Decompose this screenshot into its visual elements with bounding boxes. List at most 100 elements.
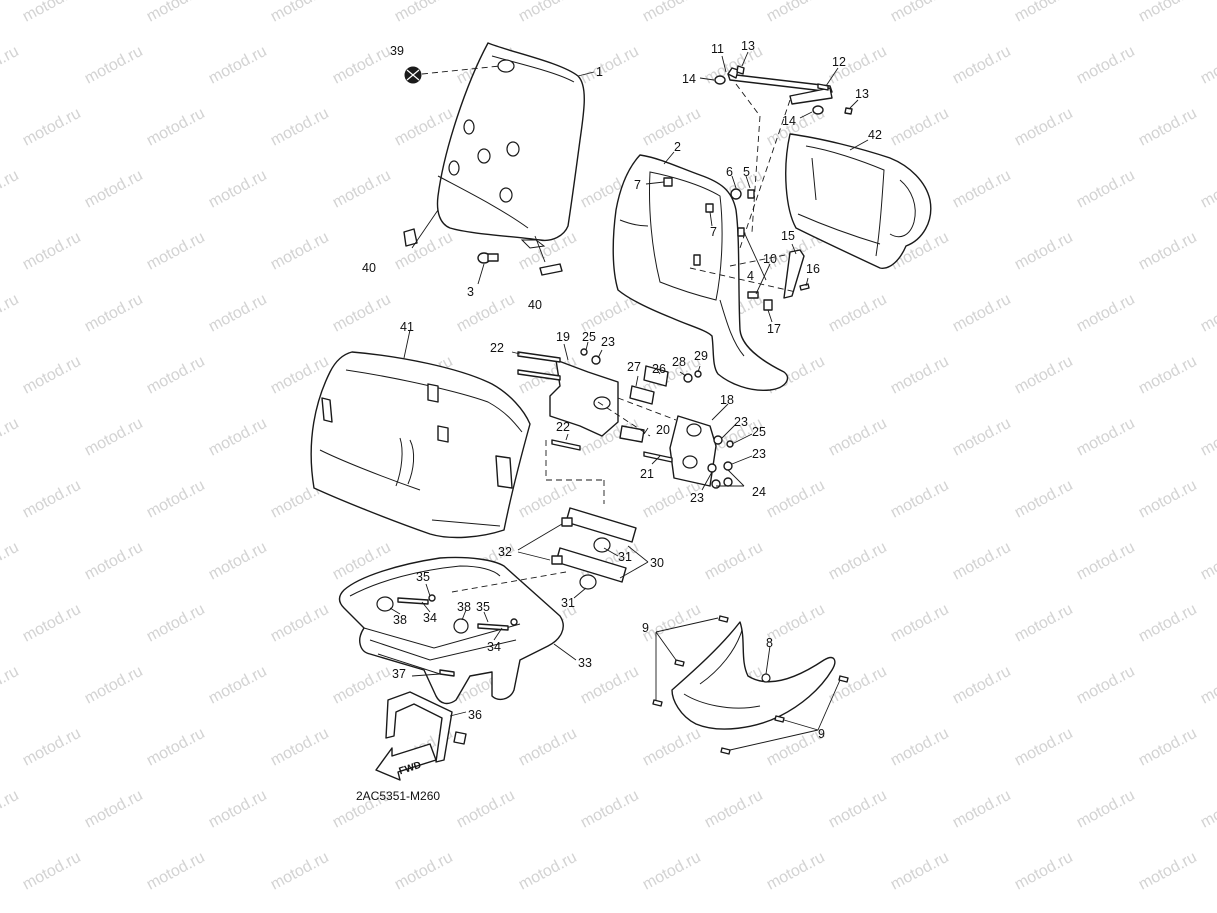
callout-30: 30 — [650, 556, 664, 570]
part-11-bracket — [727, 67, 833, 105]
part-38-grommets — [376, 596, 469, 634]
part-21-bolt — [643, 451, 673, 463]
part-16-screw — [799, 283, 810, 291]
callout-38-right: 38 — [457, 600, 471, 614]
callout-2: 2 — [674, 140, 681, 154]
callout-17: 17 — [767, 322, 781, 336]
part-5-screw — [747, 189, 755, 199]
part-2-inner-panel — [612, 154, 789, 391]
part-7-clip-b — [705, 203, 714, 213]
callout-23-lower-right: 23 — [752, 447, 766, 461]
callout-31-top: 31 — [618, 550, 632, 564]
part-27-spacer — [629, 385, 655, 405]
callout-13-right: 13 — [855, 87, 869, 101]
callout-12: 12 — [832, 55, 846, 69]
part-26-spacer — [643, 365, 669, 387]
part-9-screws — [652, 615, 849, 755]
part-22-bolts — [517, 351, 581, 451]
callout-40-left: 40 — [362, 261, 376, 275]
part-3-bolt — [477, 252, 499, 264]
callout-41: 41 — [400, 320, 414, 334]
callout-3: 3 — [467, 285, 474, 299]
callout-6: 6 — [726, 165, 733, 179]
callout-36: 36 — [468, 708, 482, 722]
callout-5: 5 — [743, 165, 750, 179]
part-14-nut-a — [714, 75, 726, 85]
callout-37: 37 — [392, 667, 406, 681]
part-17-collar — [763, 299, 773, 311]
callout-14-right: 14 — [782, 114, 796, 128]
callout-25-right: 25 — [752, 425, 766, 439]
callout-11: 11 — [711, 42, 724, 56]
callout-39: 39 — [390, 44, 404, 58]
callout-21: 21 — [640, 467, 654, 481]
callout-23-bottom: 23 — [690, 491, 704, 505]
callout-24: 24 — [752, 485, 766, 499]
callout-15: 15 — [781, 229, 795, 243]
callout-18: 18 — [720, 393, 734, 407]
callout-34-left: 34 — [423, 611, 437, 625]
part-7-clip-a — [663, 177, 673, 187]
part-39-emblem — [404, 66, 422, 84]
callout-14-left: 14 — [682, 72, 696, 86]
callout-20: 20 — [656, 423, 670, 437]
callout-33: 33 — [578, 656, 592, 670]
part-40-label-left — [403, 228, 418, 247]
part-36-stay — [385, 691, 467, 763]
part-31-grommet-b — [579, 574, 597, 590]
callout-32: 32 — [498, 545, 512, 559]
part-37-screw — [439, 669, 455, 677]
part-20-damper — [619, 425, 645, 443]
part-40-label-bottom — [539, 263, 563, 276]
callout-23-right: 23 — [734, 415, 748, 429]
part-8-lower-cover — [671, 621, 836, 730]
callout-40-bottom: 40 — [528, 298, 542, 312]
callout-22-top: 22 — [490, 341, 504, 355]
callout-25-top: 25 — [582, 330, 596, 344]
leader-lines — [389, 51, 869, 751]
part-32-collars — [551, 517, 573, 565]
callout-7-top: 7 — [634, 178, 641, 192]
part-33-rack — [338, 556, 564, 705]
callout-23-top: 23 — [601, 335, 615, 349]
callout-34-right: 34 — [487, 640, 501, 654]
part-31-grommet-a — [593, 537, 611, 553]
part-15-bracket — [783, 249, 805, 299]
part-10-collar — [747, 291, 759, 299]
part-13-screw-b — [844, 107, 853, 115]
part-42-inner-bag — [785, 133, 932, 269]
callout-35-right: 35 — [476, 600, 490, 614]
callout-16: 16 — [806, 262, 820, 276]
callout-8: 8 — [766, 636, 773, 650]
part-18-mount-plate — [669, 415, 717, 487]
callout-22-mid: 22 — [556, 420, 570, 434]
callout-19: 19 — [556, 330, 570, 344]
callout-1: 1 — [596, 65, 603, 79]
callout-27: 27 — [627, 360, 641, 374]
callout-13-top: 13 — [741, 39, 755, 53]
callout-38-left: 38 — [393, 613, 407, 627]
callout-9-top: 9 — [642, 621, 649, 635]
part-41-side-case — [310, 351, 531, 539]
diagram-code: 2AC5351-M260 — [356, 789, 440, 803]
callout-labels: 39 1 40 3 40 11 13 12 14 13 14 42 2 7 6 … — [362, 39, 882, 741]
callout-7-mid: 7 — [710, 225, 717, 239]
callout-26: 26 — [652, 362, 666, 376]
part-23-25-29-nuts — [580, 348, 734, 489]
part-4-screw — [737, 227, 745, 237]
callout-29: 29 — [694, 349, 708, 363]
part-12-screw — [817, 83, 829, 91]
part-19-mount-bracket — [549, 359, 619, 437]
part-14-nut-b — [812, 105, 824, 115]
callout-10: 10 — [763, 252, 777, 266]
callout-4: 4 — [747, 269, 754, 283]
callout-42: 42 — [868, 128, 882, 142]
part-1-front-cowl — [436, 42, 585, 249]
part-13-screw-a — [736, 65, 745, 75]
part-34-35-bolts — [397, 594, 518, 631]
part-6-washer — [730, 188, 742, 200]
callout-31-bottom: 31 — [561, 596, 575, 610]
callout-9-bottom: 9 — [818, 727, 825, 741]
fwd-arrow-icon: FWD — [375, 743, 437, 781]
